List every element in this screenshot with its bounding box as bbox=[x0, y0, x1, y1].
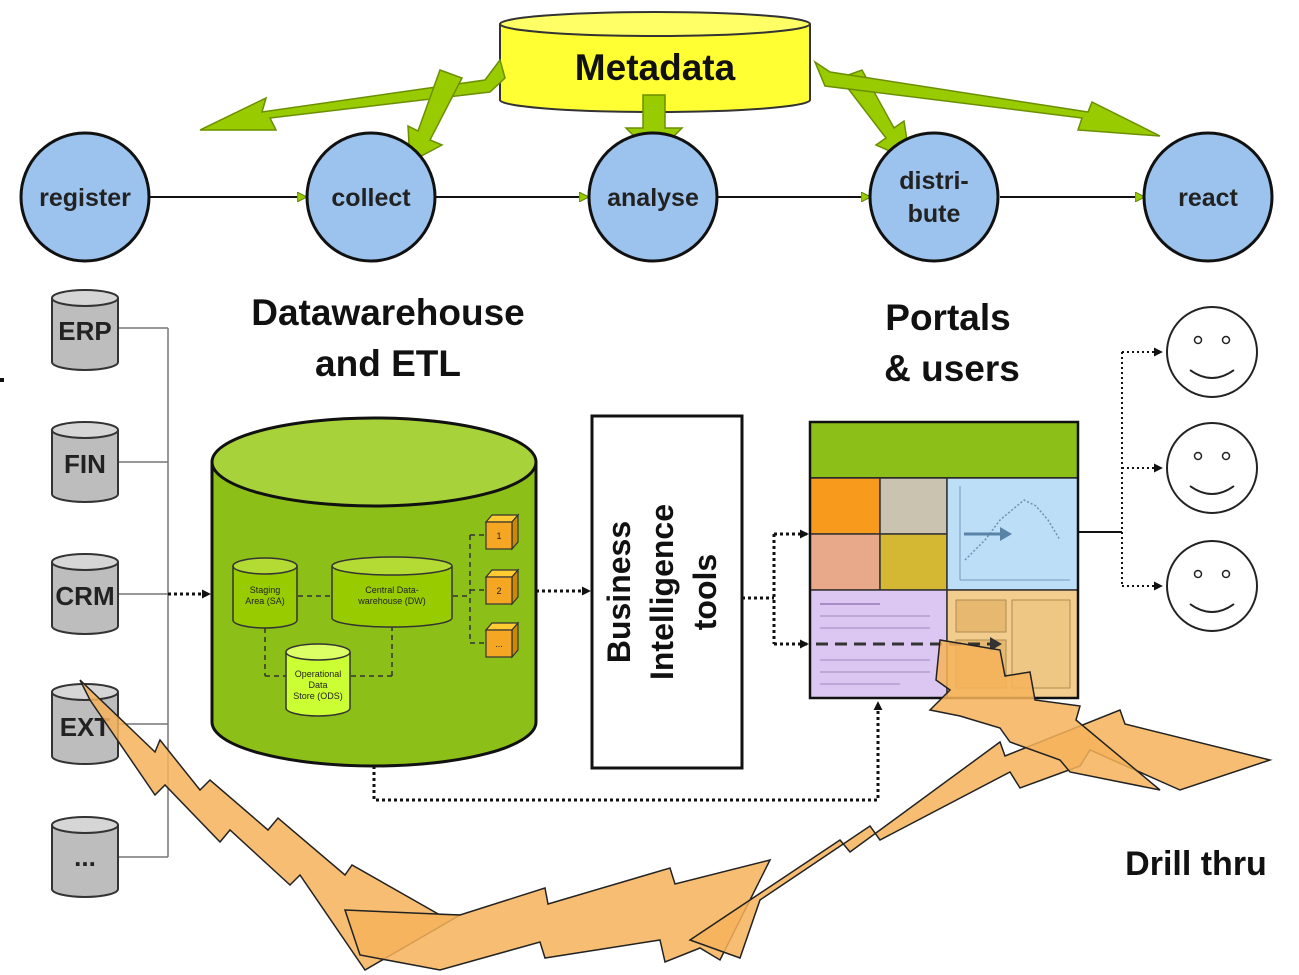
step-register-label: register bbox=[39, 184, 131, 212]
step-collect-label: collect bbox=[331, 184, 411, 212]
datawarehouse-heading-line2: and ETL bbox=[315, 343, 461, 384]
source-erp: ERP bbox=[51, 289, 119, 371]
user-smiley-3 bbox=[1166, 540, 1258, 632]
data-mart-1-label: 1 bbox=[496, 531, 501, 541]
data-mart-1: 1 bbox=[484, 513, 520, 551]
source-other-label: ... bbox=[74, 842, 96, 872]
lightning-top-segment bbox=[928, 639, 1161, 791]
staging-label-line2: Area (SA) bbox=[245, 596, 285, 606]
ods-label-line3: Store (ODS) bbox=[293, 691, 343, 701]
edge-mark bbox=[0, 378, 4, 382]
step-distribute-label-line2: bute bbox=[908, 200, 961, 228]
central-dw-label-line2: warehouse (DW) bbox=[357, 596, 426, 606]
lightning-right-segment bbox=[688, 709, 1273, 959]
bi-tools-box: Business Intelligence tools bbox=[590, 414, 744, 770]
source-other: ... bbox=[51, 816, 119, 898]
portals-heading-line1: Portals bbox=[885, 297, 1010, 338]
data-mart-2-label: 2 bbox=[496, 586, 501, 596]
portal-chart-panel bbox=[946, 477, 1079, 591]
source-erp-label: ERP bbox=[58, 316, 111, 346]
portal-dashboard bbox=[808, 420, 1080, 700]
data-mart-3: ... bbox=[484, 621, 520, 659]
source-fin: FIN bbox=[51, 421, 119, 503]
step-react-label: react bbox=[1178, 184, 1238, 212]
data-marts: 1 2 ... bbox=[484, 513, 520, 659]
lightning-bottom-segment bbox=[343, 858, 772, 971]
user-smiley-1 bbox=[1166, 306, 1258, 398]
step-distribute-label-line1: distri- bbox=[899, 167, 968, 195]
step-analyse: analyse bbox=[587, 131, 719, 263]
source-systems: ERP FIN CRM EXT ... bbox=[51, 289, 119, 898]
portal-to-users bbox=[1078, 347, 1163, 591]
staging-area: Staging Area (SA) bbox=[232, 557, 298, 629]
source-crm: CRM bbox=[51, 553, 119, 635]
bi-tools-label-line1: Business bbox=[601, 521, 637, 663]
metadata-label: Metadata bbox=[575, 47, 736, 88]
portals-heading-line2: & users bbox=[884, 348, 1020, 389]
data-mart-3-label: ... bbox=[495, 639, 503, 649]
metadata-arrow-collect bbox=[407, 69, 464, 164]
ods: Operational Data Store (ODS) bbox=[285, 643, 351, 717]
ods-label-line1: Operational bbox=[295, 669, 342, 679]
ods-label-line2: Data bbox=[308, 680, 327, 690]
datawarehouse-cylinder: Staging Area (SA) Central Data- warehous… bbox=[210, 416, 538, 768]
users bbox=[1166, 306, 1258, 632]
step-react: react bbox=[1142, 131, 1274, 263]
process-steps: register collect analyse distri- bute re… bbox=[19, 131, 1274, 263]
drill-thru-lightning bbox=[79, 639, 1273, 971]
bi-tools-label-line2: Intelligence bbox=[644, 504, 680, 680]
bi-tools-label-line3: tools bbox=[687, 554, 723, 630]
dw-internal-links bbox=[264, 534, 486, 677]
step-analyse-label: analyse bbox=[607, 184, 699, 212]
source-fin-label: FIN bbox=[64, 449, 106, 479]
central-dw-label-line1: Central Data- bbox=[365, 585, 419, 595]
step-distribute: distri- bute bbox=[868, 131, 1000, 263]
user-smiley-2 bbox=[1166, 422, 1258, 514]
metadata-arrow-react bbox=[813, 60, 1161, 137]
drill-thru-label: Drill thru bbox=[1125, 845, 1267, 883]
step-register: register bbox=[19, 131, 151, 263]
metadata-store: Metadata bbox=[499, 11, 811, 113]
bi-to-portal-arrows bbox=[742, 529, 809, 649]
staging-label-line1: Staging bbox=[250, 585, 281, 595]
data-mart-2: 2 bbox=[484, 568, 520, 606]
central-dw: Central Data- warehouse (DW) bbox=[331, 556, 453, 628]
source-crm-label: CRM bbox=[55, 581, 114, 611]
step-collect: collect bbox=[305, 131, 437, 263]
datawarehouse-heading-line1: Datawarehouse bbox=[251, 292, 525, 333]
metadata-arrow-register bbox=[199, 58, 506, 131]
